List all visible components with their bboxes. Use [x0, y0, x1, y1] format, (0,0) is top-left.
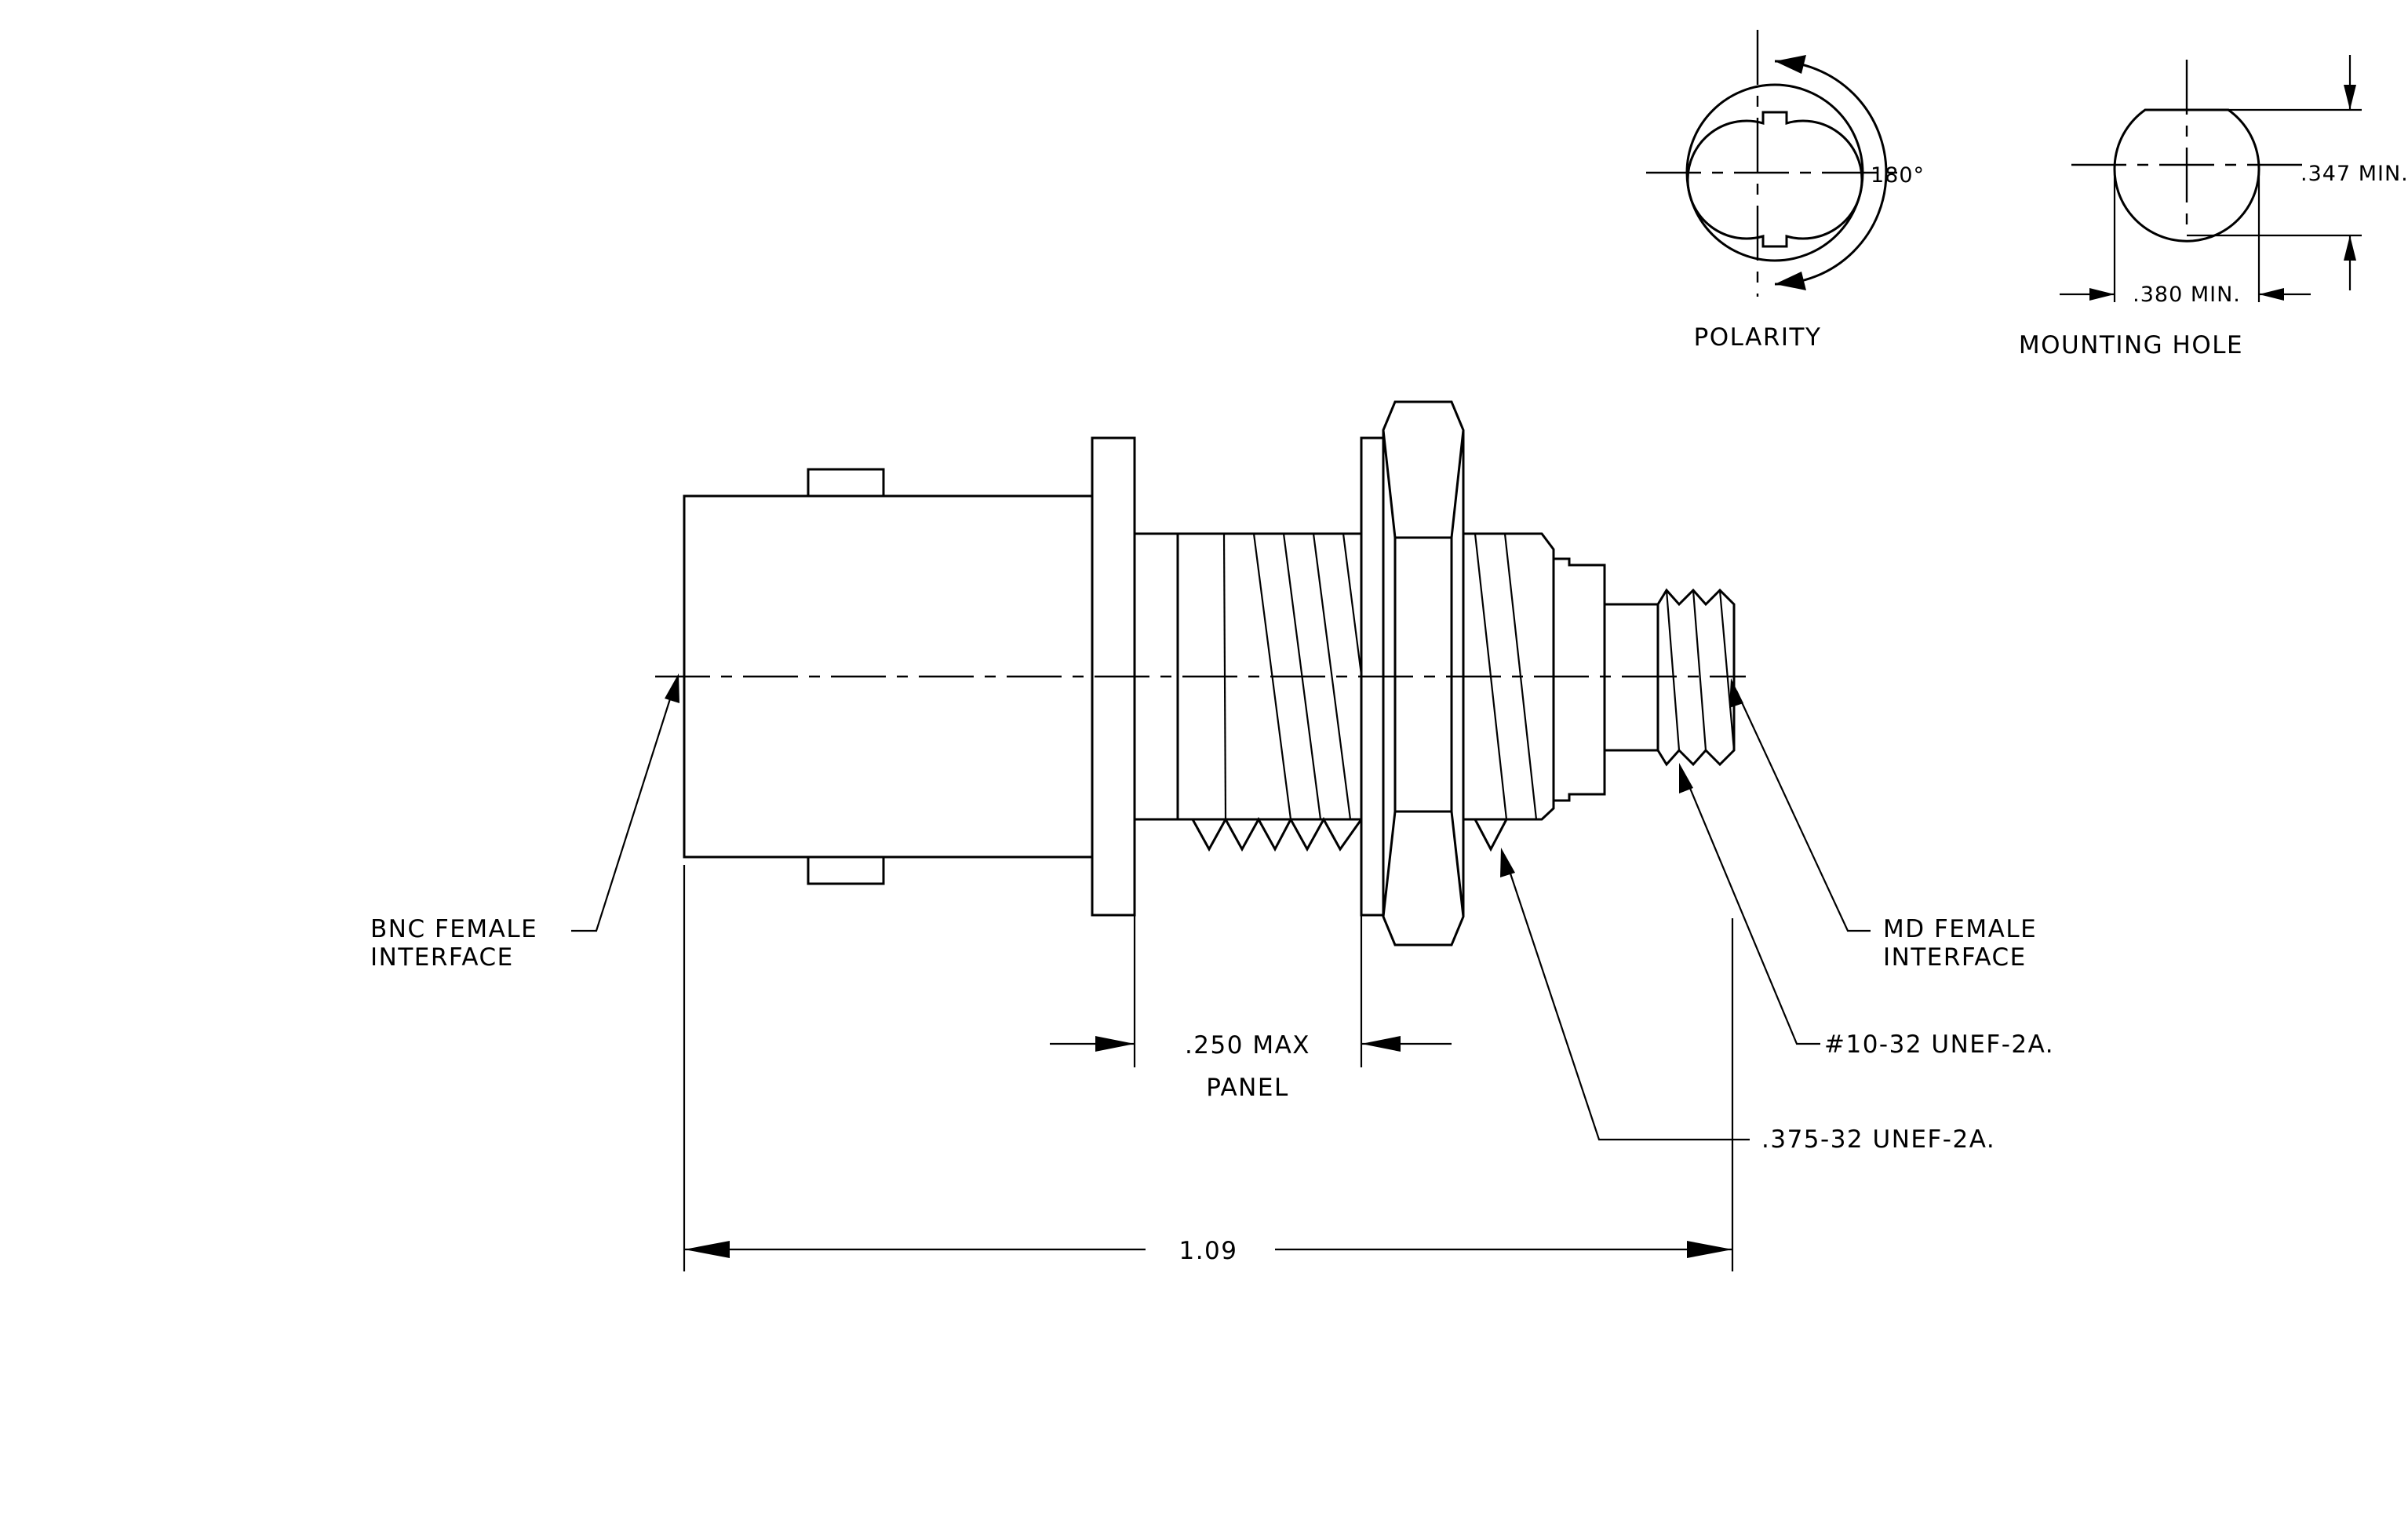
- width-dim-label: .380 MIN.: [2133, 283, 2241, 307]
- bayonet-stud-bottom: [807, 855, 885, 885]
- polarity-angle-label: 180°: [1871, 163, 1925, 188]
- polarity-rotation-arc: [1774, 60, 1888, 286]
- mounting-hole-title: MOUNTING HOLE: [2019, 331, 2243, 359]
- md-thread-helix: [1665, 589, 1736, 751]
- thread-small-arrow: [1679, 763, 1693, 793]
- hex-nut-faces: [1382, 429, 1465, 917]
- panel-dim-line2: PANEL: [1206, 1074, 1288, 1102]
- rear-step: [1554, 557, 1606, 802]
- panel-dim-line1: .250 MAX: [1185, 1031, 1310, 1060]
- thread-large-arrow: [1500, 848, 1515, 877]
- overall-length-label: 1.09: [1178, 1237, 1237, 1265]
- overall-arrow-left: [684, 1241, 730, 1258]
- rear-thread-body: [1463, 532, 1555, 821]
- bnc-leader-line: [571, 688, 675, 932]
- bnc-leader-arrow: [665, 673, 679, 703]
- mounting-hole-view: .347 MIN. .380 MIN. MOUNTING HOLE: [2019, 55, 2408, 359]
- thread-small-label: #10-32 UNEF-2A.: [1824, 1030, 2054, 1059]
- thread-large-callout: .375-32 UNEF-2A.: [1500, 848, 1995, 1154]
- bayonet-stud-top: [807, 468, 885, 498]
- md-leader-line: [1736, 690, 1871, 932]
- md-callout-line1: MD FEMALE: [1883, 915, 2037, 943]
- main-thread-teeth: [1178, 816, 1363, 852]
- bnc-callout-line1: BNC FEMALE: [370, 915, 537, 943]
- polarity-keyed-bore: [1686, 111, 1863, 248]
- panel-arrow-left: [1095, 1036, 1135, 1052]
- thread-body-edges: [1178, 532, 1361, 821]
- thread-large-label: .375-32 UNEF-2A.: [1761, 1125, 1995, 1154]
- width-dim-arrow-left: [2089, 288, 2115, 301]
- md-interface-callout: MD FEMALE INTERFACE: [1729, 678, 2037, 972]
- polarity-arrow-bottom: [1775, 272, 1806, 290]
- panel-arrow-right: [1361, 1036, 1401, 1052]
- width-dim-arrow-right: [2259, 288, 2284, 301]
- rear-thread-teeth: [1463, 818, 1508, 852]
- thread-small-callout: #10-32 UNEF-2A.: [1679, 763, 2054, 1059]
- flat-dim-label: .347 MIN.: [2301, 162, 2408, 186]
- md-callout-line2: INTERFACE: [1883, 943, 2027, 972]
- polarity-arrow-top: [1775, 55, 1806, 74]
- connector-side-view: [655, 400, 1746, 947]
- thread-small-leader: [1684, 776, 1820, 1045]
- md-leader-arrow: [1729, 678, 1743, 708]
- mounting-hole-outline: [2113, 108, 2260, 243]
- bnc-interface-callout: BNC FEMALE INTERFACE: [370, 673, 679, 972]
- thread-large-leader: [1505, 861, 1750, 1141]
- panel-dimension: .250 MAX PANEL: [1050, 915, 1452, 1102]
- polarity-view: 180° POLARITY: [1646, 30, 1925, 352]
- flat-dim-arrow-top: [2344, 85, 2356, 110]
- overall-arrow-right: [1687, 1241, 1732, 1258]
- polarity-title: POLARITY: [1694, 323, 1822, 352]
- overall-length-dimension: 1.09: [683, 865, 1734, 1271]
- flat-dim-arrow-bottom: [2344, 235, 2356, 261]
- bnc-callout-line2: INTERFACE: [370, 943, 514, 972]
